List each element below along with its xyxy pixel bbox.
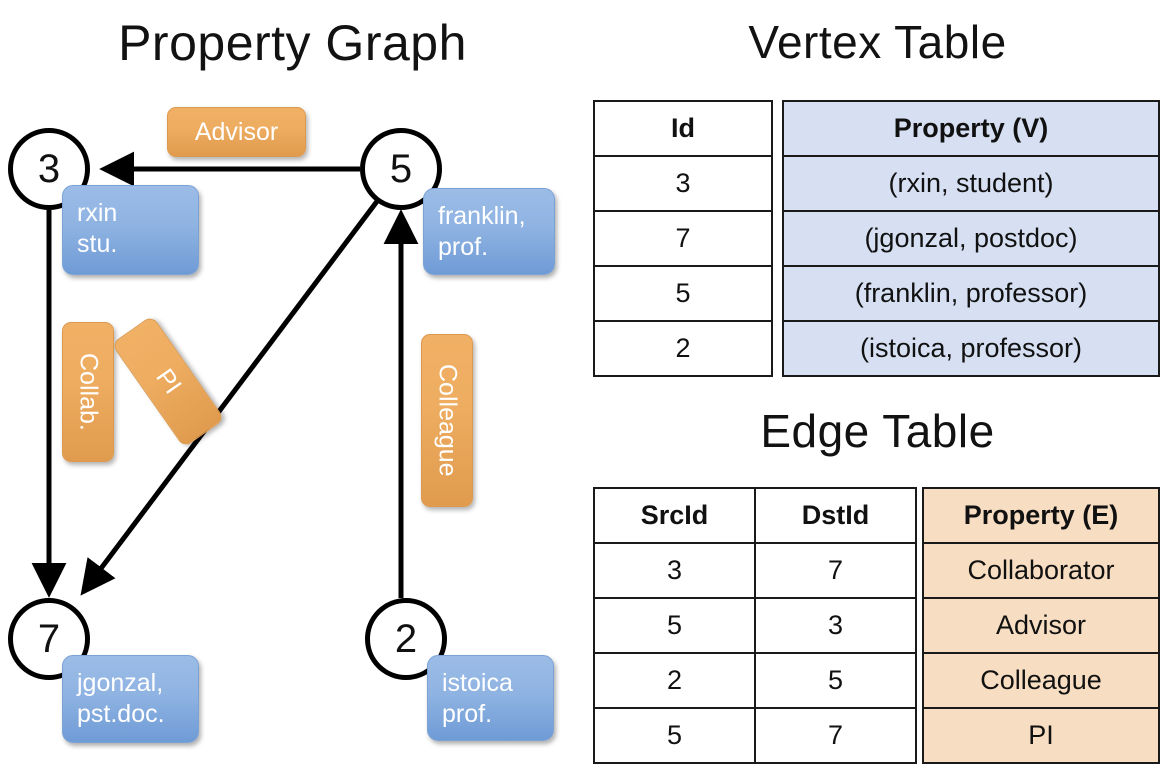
table-row: 5 7 xyxy=(593,707,917,764)
vertex-table-id-column: Id 3 7 5 2 xyxy=(593,100,773,377)
edge-table-cell-property: Collaborator xyxy=(922,542,1160,599)
table-row: (franklin, professor) xyxy=(782,265,1160,322)
edge-table-cell-dstid: 7 xyxy=(754,707,917,764)
table-row: 3 xyxy=(593,155,773,212)
table-row: Collaborator xyxy=(922,542,1160,599)
edge-label-box-collab: Collab. xyxy=(62,322,114,462)
edge-table-cell-srcid: 3 xyxy=(593,542,756,599)
edge-table-header-srcid: SrcId xyxy=(593,487,756,544)
edge-label-box-advisor: Advisor xyxy=(167,107,306,157)
graph-edges-layer xyxy=(31,151,419,598)
edge-table-cell-property: PI xyxy=(922,707,1160,764)
edge-label-advisor-text: Advisor xyxy=(194,117,279,146)
table-row: PI xyxy=(922,707,1160,764)
vertex-property-franklin-line1: franklin, xyxy=(438,202,526,230)
page-title-vertex-table: Vertex Table xyxy=(748,16,1007,68)
vertex-property-box-franklin: franklin, prof. xyxy=(423,188,555,275)
vertex-table-header-id: Id xyxy=(593,100,773,157)
graph-node-7-label: 7 xyxy=(37,616,61,661)
edge-label-box-colleague: Colleague xyxy=(421,334,473,507)
graph-node-5[interactable]: 5 xyxy=(360,128,442,210)
edge-table-header-property: Property (E) xyxy=(922,487,1160,544)
property-graph-diagram: 3 5 7 2 rxin stu. franklin, prof. jgonza… xyxy=(0,0,585,760)
vertex-property-rxin-line1: rxin xyxy=(77,199,118,227)
vertex-table-cell-property: (rxin, student) xyxy=(782,155,1160,212)
graph-node-3-label: 3 xyxy=(37,146,61,191)
vertex-table-property-column: Property (V) (rxin, student) (jgonzal, p… xyxy=(782,100,1160,377)
edge-label-collab-text: Collab. xyxy=(74,353,103,431)
edge-table-cell-dstid: 5 xyxy=(754,652,917,709)
edge-table-property-column: Property (E) Collaborator Advisor Collea… xyxy=(922,487,1160,764)
table-row: 2 5 xyxy=(593,652,917,709)
edge-label-pi-text: PI xyxy=(150,363,187,399)
edge-table-cell-dstid: 3 xyxy=(754,597,917,654)
vertex-table-cell-id: 7 xyxy=(593,210,773,267)
graph-node-2[interactable]: 2 xyxy=(365,598,447,680)
edge-table-cell-property: Colleague xyxy=(922,652,1160,709)
edge-table-cell-srcid: 5 xyxy=(593,707,756,764)
vertex-property-box-istoica: istoica prof. xyxy=(427,655,554,741)
vertex-table-cell-property: (jgonzal, postdoc) xyxy=(782,210,1160,267)
edge-table-id-columns: SrcId DstId 3 7 5 3 2 5 5 7 xyxy=(593,487,917,764)
vertex-property-box-rxin: rxin stu. xyxy=(62,185,199,275)
table-row: 3 7 xyxy=(593,542,917,599)
vertex-property-istoica-line2: prof. xyxy=(442,700,493,728)
table-row: 7 xyxy=(593,210,773,267)
vertex-property-jgonzal-line2: pst.doc. xyxy=(77,700,165,728)
table-row: (rxin, student) xyxy=(782,155,1160,212)
vertex-property-jgonzal-line1: jgonzal, xyxy=(77,669,164,697)
table-row: Colleague xyxy=(922,652,1160,709)
table-row: 5 xyxy=(593,265,773,322)
table-header-row: Property (E) xyxy=(922,487,1160,544)
table-row: (jgonzal, postdoc) xyxy=(782,210,1160,267)
page-title-property-graph: Property Graph xyxy=(118,15,467,71)
vertex-property-franklin-line2: prof. xyxy=(438,233,489,261)
vertex-table-header-property: Property (V) xyxy=(782,100,1160,157)
table-header-row: Id xyxy=(593,100,773,157)
vertex-property-istoica-line1: istoica xyxy=(442,669,513,697)
edge-table-cell-srcid: 5 xyxy=(593,597,756,654)
table-header-row: Property (V) xyxy=(782,100,1160,157)
vertex-table-cell-id: 3 xyxy=(593,155,773,212)
graph-node-2-label: 2 xyxy=(394,616,418,661)
table-header-row: SrcId DstId xyxy=(593,487,917,544)
vertex-table-cell-id: 5 xyxy=(593,265,773,322)
edge-5-to-7-pi xyxy=(80,194,383,596)
vertex-table-cell-property: (istoica, professor) xyxy=(782,320,1160,377)
page-title-edge-table: Edge Table xyxy=(760,405,995,457)
graph-node-5-label: 5 xyxy=(389,146,413,191)
vertex-table-cell-id: 2 xyxy=(593,320,773,377)
vertex-property-rxin-line2: stu. xyxy=(77,230,118,258)
table-row: Advisor xyxy=(922,597,1160,654)
edge-table-cell-dstid: 7 xyxy=(754,542,917,599)
vertex-property-box-jgonzal: jgonzal, pst.doc. xyxy=(62,655,199,743)
edge-table-cell-srcid: 2 xyxy=(593,652,756,709)
table-row: (istoica, professor) xyxy=(782,320,1160,377)
edge-table-cell-property: Advisor xyxy=(922,597,1160,654)
edge-label-colleague-text: Colleague xyxy=(433,364,462,477)
edge-table-header-dstid: DstId xyxy=(754,487,917,544)
table-row: 5 3 xyxy=(593,597,917,654)
vertex-table-cell-property: (franklin, professor) xyxy=(782,265,1160,322)
table-row: 2 xyxy=(593,320,773,377)
